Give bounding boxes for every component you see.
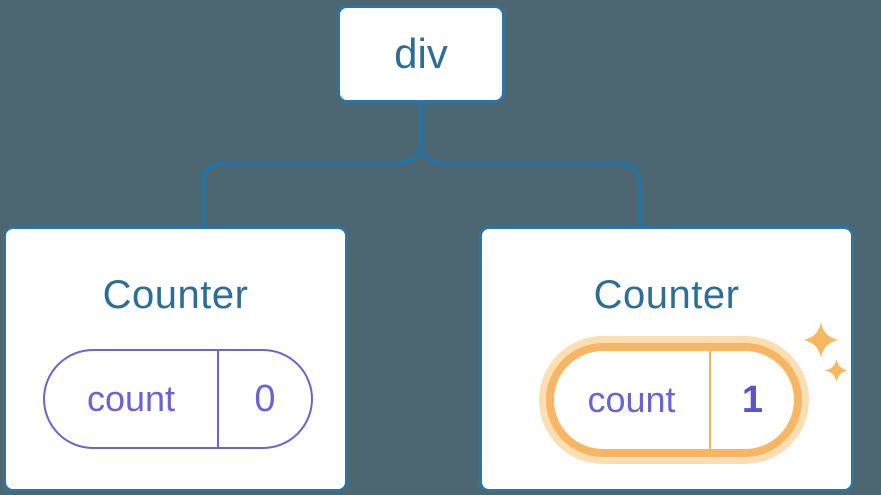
component-title: Counter (102, 273, 249, 317)
component-title: Counter (593, 273, 740, 317)
sparkle-icon (825, 359, 848, 382)
sparkle-icon (803, 322, 839, 358)
connector-branch-left (201, 139, 423, 228)
state-pill: count 0 (43, 349, 313, 449)
root-node-div: div (337, 5, 505, 103)
connector-branch-right (419, 139, 642, 228)
state-key-label: count (554, 351, 711, 449)
state-value: 0 (254, 377, 276, 420)
root-node-label: div (394, 30, 448, 77)
state-key-label: count (45, 351, 219, 447)
state-pill-highlighted: count 1 (546, 343, 802, 457)
counter-card-left: Counter count 0 (3, 226, 348, 492)
state-value: 1 (741, 378, 764, 421)
counter-card-right: Counter count 1 (479, 226, 854, 492)
